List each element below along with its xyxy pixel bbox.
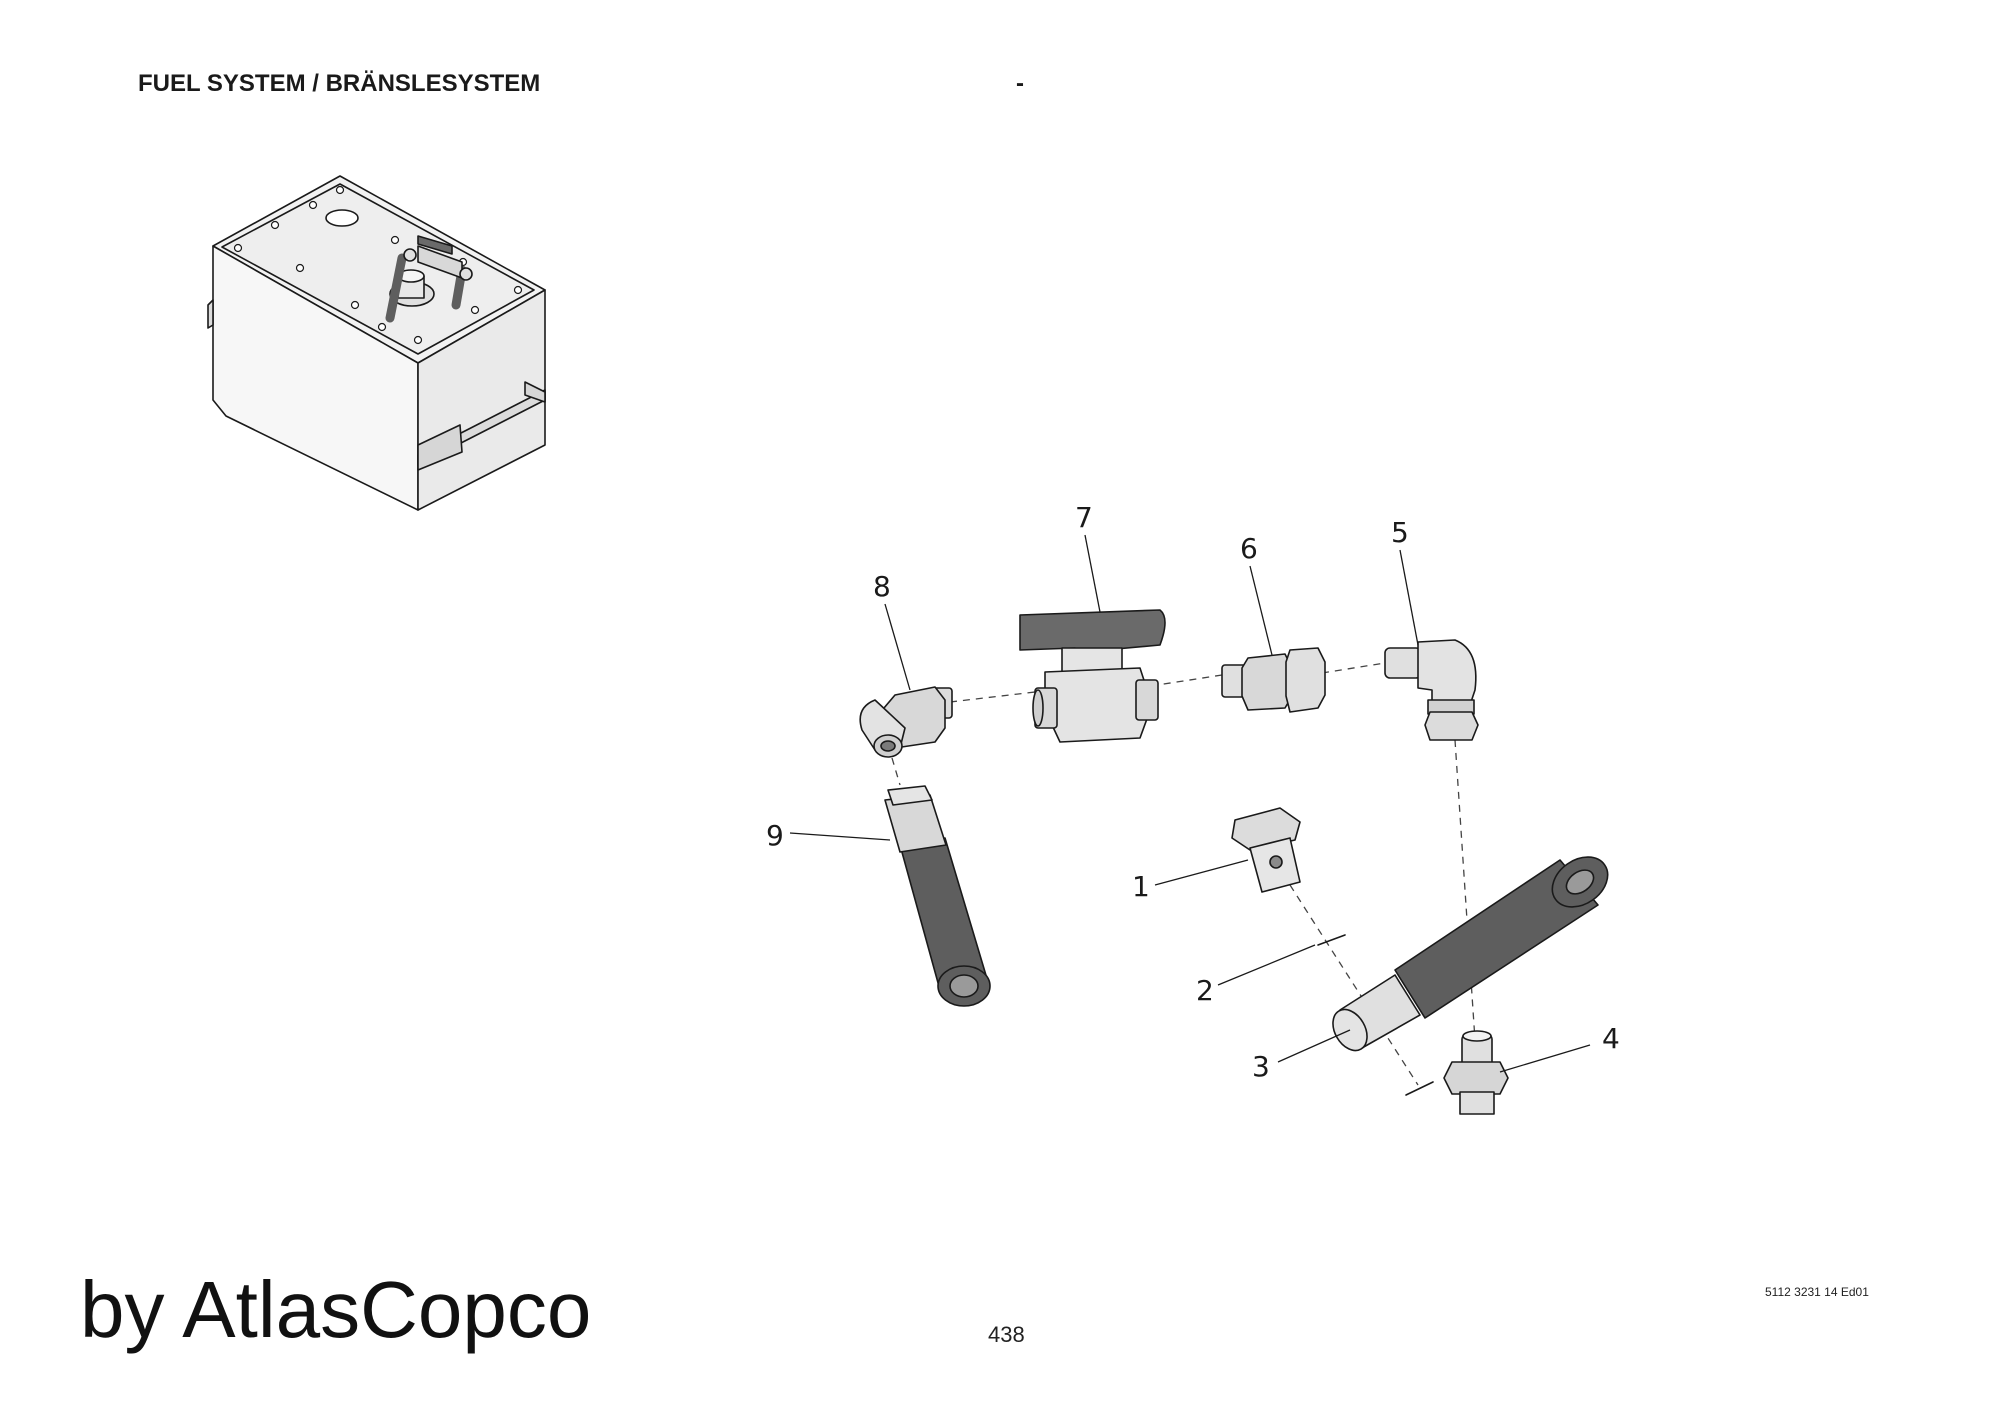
- part-6-union-fitting: [1221, 647, 1326, 713]
- part-4-adapter-fitting: [1443, 1030, 1509, 1115]
- brand-label: by AtlasCopco: [80, 1265, 592, 1354]
- part-9-hose: [884, 785, 991, 1007]
- callout-1: 1: [1132, 870, 1150, 903]
- callout-labels: 1 2 3 4 5 6 7 8 9: [766, 501, 1620, 1083]
- page-number: 438: [988, 1322, 1025, 1347]
- assembly-guides: [891, 662, 1476, 1086]
- part-2-seal-washer: [1317, 934, 1434, 1096]
- callout-2: 2: [1196, 974, 1214, 1007]
- part-3-hose-banjo: [1332, 856, 1609, 1052]
- document-code: 5112 3231 14 Ed01: [1765, 1285, 1869, 1299]
- callout-6: 6: [1240, 532, 1258, 565]
- callout-7: 7: [1075, 501, 1093, 534]
- fuel-tank-overview: [207, 175, 546, 511]
- part-8-elbow-fitting: [859, 686, 953, 758]
- part-1-banjo-bolt: [1231, 807, 1301, 893]
- page-title: FUEL SYSTEM / BRÄNSLESYSTEM: [138, 70, 541, 97]
- callout-8: 8: [873, 570, 891, 603]
- callout-3: 3: [1252, 1050, 1270, 1083]
- callout-4: 4: [1602, 1022, 1620, 1055]
- part-7-ball-valve: [1019, 609, 1166, 743]
- part-5-elbow-fitting: [1384, 639, 1479, 741]
- header-separator: -: [1016, 70, 1024, 97]
- callout-5: 5: [1391, 516, 1409, 549]
- leader-lines: [789, 534, 1591, 1073]
- callout-9: 9: [766, 819, 784, 852]
